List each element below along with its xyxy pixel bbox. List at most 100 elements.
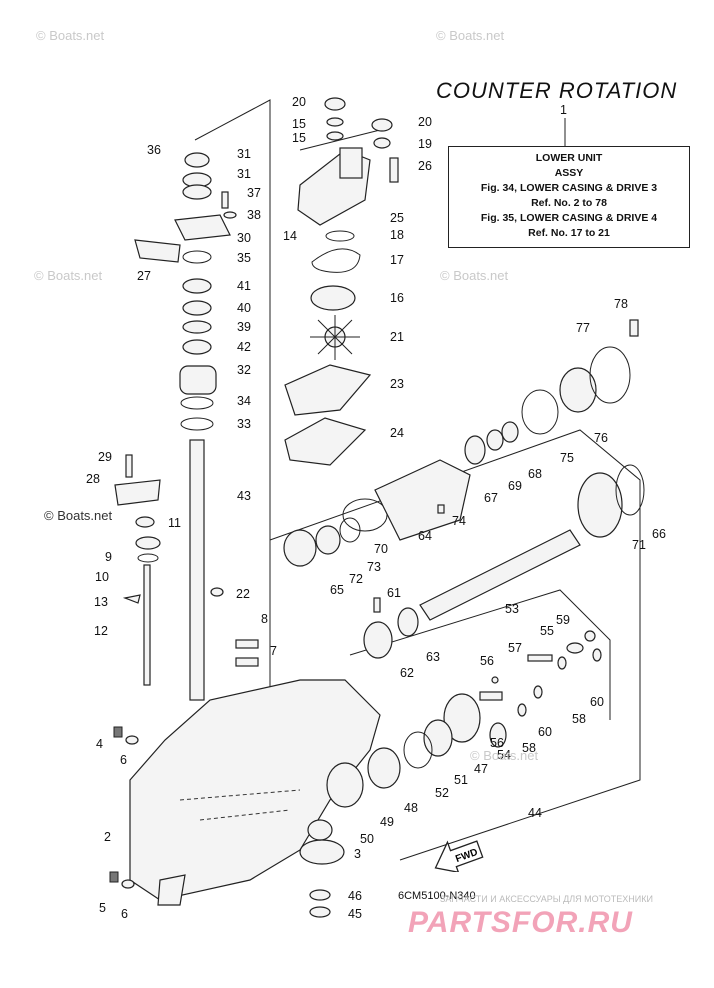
page-title: COUNTER ROTATION (436, 78, 678, 103)
gear-part-3 (299, 839, 345, 865)
callout-35: 35 (237, 251, 251, 265)
callout-60b: 60 (538, 725, 552, 739)
callout-20a: 20 (292, 95, 306, 109)
oring-part-10 (137, 553, 159, 563)
oring-part-75 (521, 389, 559, 435)
plate-gasket-24 (284, 417, 367, 466)
bracket-part-27 (134, 239, 181, 263)
callout-68: 68 (528, 467, 542, 481)
ring-part-39 (182, 320, 212, 334)
shim-part-46 (309, 889, 331, 901)
callout-30: 30 (237, 231, 251, 245)
shift-cam-56b (479, 691, 503, 701)
watermark-1: © Boats.net (36, 28, 105, 43)
callout-1: 1 (560, 103, 567, 117)
housing-part-49 (326, 762, 364, 808)
oring-part-35 (182, 250, 212, 264)
callout-75: 75 (560, 451, 574, 465)
retainer-part-30 (174, 214, 231, 241)
drive-shaft-43 (189, 439, 205, 701)
callout-24: 24 (390, 426, 404, 440)
callout-2: 2 (104, 830, 111, 844)
bearing-part-50 (307, 819, 333, 841)
nut-part-45 (309, 906, 331, 918)
callout-19: 19 (418, 137, 432, 151)
callout-23: 23 (390, 377, 404, 391)
bearing-part-48 (367, 747, 401, 789)
callout-37: 37 (247, 186, 261, 200)
callout-29: 29 (98, 450, 112, 464)
callout-58a: 58 (572, 712, 586, 726)
callout-51: 51 (454, 773, 468, 787)
brand-logo: PARTSFOR.RU (408, 906, 633, 939)
callout-10: 10 (95, 570, 109, 584)
propeller-shaft-53 (419, 529, 581, 621)
callout-64: 64 (418, 529, 432, 543)
washer-part-6b (121, 879, 135, 889)
callout-59: 59 (556, 613, 570, 627)
callout-14: 14 (283, 229, 297, 243)
washer-part-6a (125, 735, 139, 745)
shaft-guide-line (194, 99, 271, 700)
info-line-5: Fig. 35, LOWER CASING & DRIVE 4 (480, 212, 658, 224)
callout-69: 69 (508, 479, 522, 493)
watermark-3: © Boats.net (34, 268, 103, 283)
plunger-part-57 (527, 654, 553, 662)
callout-8: 8 (261, 612, 268, 626)
callout-76: 76 (594, 431, 608, 445)
watermark-5: © Boats.net (44, 508, 113, 523)
seal-part-40 (182, 300, 212, 316)
bracket-part-28 (114, 479, 161, 506)
ring-part-15b (326, 131, 344, 141)
spring-part-55 (566, 642, 584, 654)
prop-shaft-housing-64 (374, 459, 471, 541)
callout-27: 27 (137, 269, 151, 283)
oring-part-18 (325, 230, 355, 242)
outer-plate-23 (284, 364, 372, 416)
pin-part-61 (373, 597, 381, 613)
callout-67: 67 (484, 491, 498, 505)
info-line-2: ASSY (554, 167, 584, 179)
forward-gear-71 (577, 472, 623, 538)
seal-part-41 (182, 278, 212, 294)
callout-15b: 15 (292, 131, 306, 145)
callout-16: 16 (390, 291, 404, 305)
callout-49: 49 (380, 815, 394, 829)
oring-part-34 (180, 396, 214, 410)
cap-part-20b (371, 118, 393, 132)
callout-48: 48 (404, 801, 418, 815)
bolt-part-26 (389, 157, 399, 183)
ring-nut-part-77 (589, 346, 631, 404)
oring-part-73 (339, 517, 361, 543)
callout-20b: 20 (418, 115, 432, 129)
callout-5: 5 (99, 901, 106, 915)
callout-38: 38 (247, 208, 261, 222)
clutch-part-62 (363, 621, 393, 659)
shim-part-54 (489, 722, 507, 748)
thrust-bearing-51 (423, 719, 453, 757)
callout-31a: 31 (237, 147, 251, 161)
callout-12: 12 (94, 624, 108, 638)
lower-unit-info-box: LOWER UNIT ASSY Fig. 34, LOWER CASING & … (448, 146, 690, 248)
callout-18: 18 (390, 228, 404, 242)
impeller-21 (310, 315, 360, 360)
ring-part-15a (326, 117, 344, 127)
callout-63: 63 (426, 650, 440, 664)
callout-45: 45 (348, 907, 362, 921)
cap-part-20a (324, 97, 346, 111)
callout-47: 47 (474, 762, 488, 776)
callout-6a: 6 (120, 753, 127, 767)
callout-9: 9 (105, 550, 112, 564)
callout-58b: 58 (522, 741, 536, 755)
info-line-4: Ref. No. 2 to 78 (531, 197, 607, 209)
callout-15a: 15 (292, 117, 306, 131)
callout-54: 54 (497, 748, 511, 762)
pin-part-58a (557, 656, 567, 670)
spring-part-63 (397, 607, 419, 637)
key-part-7 (235, 657, 259, 667)
callout-71: 71 (632, 538, 646, 552)
water-pump-housing (297, 147, 371, 226)
bolt-part-37 (221, 191, 229, 209)
callout-77: 77 (576, 321, 590, 335)
bearing-part-72 (315, 525, 341, 555)
